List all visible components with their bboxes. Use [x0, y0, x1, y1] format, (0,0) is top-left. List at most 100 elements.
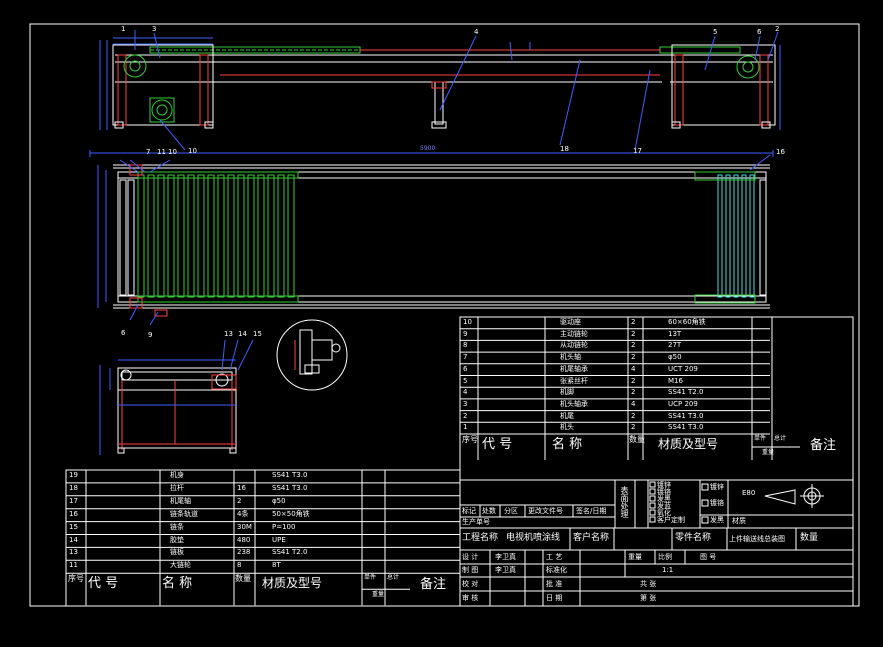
bom-row-name: 机尾: [560, 411, 574, 420]
bom-row-spec: 50×50角铁: [272, 509, 310, 518]
bom-row-no: 1: [463, 423, 468, 432]
sheet-no: 第 张: [640, 594, 657, 602]
chain-slat: [247, 174, 255, 298]
bom-row-no: 3: [463, 399, 468, 408]
callout-2: 2: [775, 25, 780, 33]
scale-value: 1:1: [662, 566, 674, 574]
tail-frame: [671, 44, 776, 126]
bom-row-name: 驱动座: [560, 318, 581, 326]
bom-row-qty: 2: [631, 329, 636, 338]
weight-label: 重量: [628, 553, 642, 561]
bom-row-qty: 30M: [237, 522, 252, 531]
bom-row-name: 链板: [170, 548, 184, 557]
bom-row-spec: SS41 T3.0: [272, 483, 308, 492]
callout-13: 13: [224, 330, 233, 338]
bom-row-no: 16: [69, 509, 78, 518]
bom-table-right: [459, 316, 854, 481]
bom-row-no: 13: [69, 548, 78, 557]
bom-row-name: 链条轨道: [170, 509, 198, 518]
bom-row-no: 10: [463, 318, 472, 326]
bom-row-qty: 8: [237, 561, 242, 570]
callout-6: 6: [757, 28, 762, 36]
bom-row-spec: 60×60角铁: [668, 318, 706, 326]
callout-17: 17: [633, 147, 642, 155]
bom-row-spec: SS41 T3.0: [668, 411, 704, 420]
bom-row-name: 链条: [170, 522, 184, 531]
chain-slat: [157, 174, 165, 298]
opt-4: 发蓝: [657, 502, 671, 510]
end-section-view: [99, 339, 254, 455]
bom-row-spec: UCT 209: [668, 364, 698, 373]
callout-10b: 10: [168, 148, 177, 156]
bom-row-qty: 2: [631, 411, 636, 420]
bom-row-no: 19: [69, 471, 78, 479]
part-label: 零件名称: [675, 533, 712, 543]
bom-row-spec: 8T: [272, 561, 281, 570]
bom-row-qty: 2: [237, 496, 242, 505]
chk-1: 镀锌: [710, 483, 724, 491]
bom-row-spec: SS41 T3.0: [272, 471, 308, 479]
callout-5: 5: [713, 28, 718, 36]
ratio-label: 比例: [658, 553, 672, 561]
bom-row-qty: 2: [631, 341, 636, 350]
chain-slat: [287, 174, 295, 298]
bom-row-qty: 2: [631, 353, 636, 362]
chain-slat: [207, 174, 215, 298]
callout-11: 11: [157, 148, 166, 156]
review-label: 审 核: [462, 594, 479, 602]
header-qty: 数量: [629, 435, 645, 444]
side-elevation-view: [99, 30, 781, 151]
callout-6b: 6: [121, 329, 126, 337]
chain-slat: [187, 174, 195, 298]
callout-10: 10: [188, 147, 197, 155]
project-value: 电视机喷涂线: [506, 533, 561, 543]
header-remark: 备注: [420, 577, 447, 593]
plan-view: [97, 154, 771, 326]
project-label: 工程名称: [462, 533, 499, 543]
title-block: [459, 479, 854, 607]
draw-label: 制 图: [462, 566, 479, 574]
design-name: 李卫真: [495, 553, 516, 561]
bom-row-spec: P=100: [272, 522, 296, 531]
bom-row-name: 主动链轮: [560, 329, 588, 338]
bom-row-spec: UPE: [272, 535, 286, 544]
rev-sign: 签名/日期: [576, 507, 607, 515]
draw-name: 李卫真: [495, 566, 516, 574]
header-seq: 序号: [68, 574, 84, 584]
bom-row-qty: 2: [631, 318, 636, 326]
bom-row-no: 2: [463, 411, 468, 420]
bom-row-no: 7: [463, 353, 468, 362]
production-no: 生产单号: [462, 518, 490, 526]
opt-2: 镀铬: [657, 488, 671, 496]
material-label: 材质: [732, 517, 746, 525]
bom-row-qty: 238: [237, 548, 251, 557]
approve-label: 批 准: [546, 580, 563, 588]
callout-15: 15: [253, 330, 262, 338]
rev-doc: 更改文件号: [528, 507, 563, 515]
callout-18: 18: [560, 145, 569, 153]
head-frame: [112, 44, 214, 126]
bom-row-spec: 27T: [668, 341, 682, 350]
opt-3: 发黑: [657, 495, 671, 503]
header-total: 总计: [387, 574, 400, 582]
bom-row-qty: 4: [631, 364, 636, 373]
header-weight: 重量: [372, 591, 385, 599]
header-code: 代 号: [88, 576, 119, 592]
bom-row-no: 4: [463, 388, 468, 397]
callout-9b: 9: [148, 331, 153, 339]
projection-code: E80: [742, 489, 756, 497]
opt-1: 镀锌: [657, 481, 671, 489]
bom-row-spec: SS41 T3.0: [668, 423, 704, 432]
chk-2: 镀铬: [710, 499, 724, 507]
chain-slats-head: [137, 171, 299, 303]
bom-row-name: 拉杆: [170, 483, 184, 492]
bom-row-spec: UCP 209: [668, 399, 698, 408]
bom-row-qty: 2: [631, 423, 636, 432]
bom-row-no: 14: [69, 535, 78, 544]
bom-row-spec: SS41 T2.0: [272, 548, 308, 557]
bom-row-spec: SS41 T2.0: [668, 388, 704, 397]
bom-row-no: 17: [69, 496, 78, 505]
rev-zone: 分区: [504, 507, 518, 515]
header-name: 名 称: [552, 437, 583, 452]
callout-4: 4: [474, 28, 479, 36]
